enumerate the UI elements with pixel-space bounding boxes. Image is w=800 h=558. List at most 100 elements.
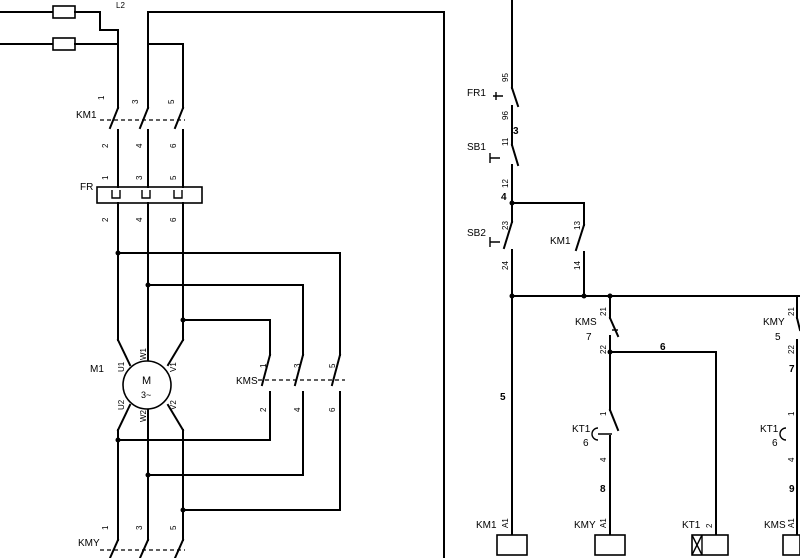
svg-text:1: 1 [101, 525, 110, 530]
svg-text:KMY: KMY [574, 520, 596, 531]
svg-text:95: 95 [501, 73, 510, 82]
svg-text:3~: 3~ [141, 390, 151, 400]
svg-text:6: 6 [169, 143, 178, 148]
svg-text:4: 4 [599, 457, 608, 462]
svg-text:A1: A1 [501, 518, 510, 528]
svg-text:SB1: SB1 [467, 142, 486, 153]
svg-text:KMS: KMS [764, 520, 786, 531]
svg-text:1: 1 [787, 411, 796, 416]
svg-text:14: 14 [573, 261, 582, 270]
svg-text:5: 5 [169, 525, 178, 530]
kms-aux-contact: KMS 7 21 22 [575, 295, 620, 411]
svg-text:SB2: SB2 [467, 228, 486, 239]
svg-text:4: 4 [787, 457, 796, 462]
svg-text:13: 13 [573, 221, 582, 230]
svg-text:24: 24 [501, 261, 510, 270]
km1-main-contacts: KM1 1 3 5 2 4 6 [76, 94, 185, 176]
motor-m1: M1 M 3~ U1 W1 V1 U2 W2 V2 [90, 338, 185, 432]
svg-text:96: 96 [501, 111, 510, 120]
svg-text:W2: W2 [139, 409, 148, 422]
control-circuit: FR1 95 96 3 SB1 11 12 4 SB2 23 [467, 0, 800, 556]
svg-text:5: 5 [328, 363, 337, 368]
motor-label: M1 [90, 364, 104, 375]
kms-label: KMS [236, 376, 258, 387]
svg-text:U2: U2 [117, 399, 126, 410]
svg-text:1: 1 [599, 411, 608, 416]
svg-text:6: 6 [772, 438, 778, 449]
svg-text:V2: V2 [169, 400, 178, 410]
svg-text:A1: A1 [599, 518, 608, 528]
power-circuit: L2 KM1 1 3 5 2 4 6 [0, 1, 445, 558]
kmy-main-contacts: KMY 1 3 5 [78, 525, 185, 558]
sb2-start-button[interactable]: SB2 23 24 [467, 221, 514, 297]
svg-text:5: 5 [500, 392, 506, 403]
svg-text:3: 3 [293, 363, 302, 368]
kms-main-contacts: KMS 1 3 5 2 4 6 [236, 353, 345, 412]
svg-text:M: M [142, 375, 151, 387]
svg-text:KMY: KMY [763, 317, 785, 328]
svg-text:21: 21 [599, 307, 608, 316]
svg-text:4: 4 [135, 143, 144, 148]
svg-text:1: 1 [259, 363, 268, 368]
svg-text:KT1: KT1 [682, 520, 701, 531]
svg-text:2: 2 [101, 217, 110, 222]
svg-text:KM1: KM1 [476, 520, 497, 531]
svg-text:5: 5 [775, 332, 781, 343]
svg-text:11: 11 [501, 137, 510, 146]
svg-text:5: 5 [169, 175, 178, 180]
svg-text:4: 4 [501, 192, 507, 203]
svg-text:3: 3 [131, 99, 140, 104]
svg-text:3: 3 [513, 126, 519, 137]
coil-kt1: KT1 2 [682, 520, 729, 556]
svg-text:A1: A1 [787, 518, 796, 528]
svg-text:4: 4 [135, 217, 144, 222]
svg-text:6: 6 [328, 407, 337, 412]
svg-text:7: 7 [789, 364, 795, 375]
svg-text:4: 4 [293, 407, 302, 412]
svg-text:U1: U1 [117, 361, 126, 372]
svg-text:23: 23 [501, 221, 510, 230]
kt1-contact-a: KT1 6 1 4 8 [572, 408, 620, 536]
kt1-contact-b: KT1 6 1 4 [760, 411, 796, 462]
svg-text:W1: W1 [139, 347, 148, 360]
svg-text:KMS: KMS [575, 317, 597, 328]
svg-text:KT1: KT1 [760, 424, 779, 435]
coil-km1: KM1 A1 [476, 518, 528, 556]
svg-text:2: 2 [101, 143, 110, 148]
svg-text:KT1: KT1 [572, 424, 591, 435]
svg-text:FR1: FR1 [467, 88, 486, 99]
svg-text:6: 6 [660, 342, 666, 353]
svg-text:1: 1 [97, 95, 106, 100]
svg-text:3: 3 [135, 175, 144, 180]
terminal-label: L2 [116, 1, 125, 10]
svg-text:12: 12 [501, 179, 510, 188]
coil-kms: KMS A1 [764, 518, 800, 556]
kmy-label: KMY [78, 538, 100, 549]
svg-text:V1: V1 [169, 362, 178, 372]
svg-text:21: 21 [787, 307, 796, 316]
sb1-stop-button[interactable]: SB1 11 12 4 [467, 137, 520, 223]
km1-aux-contact: KM1 13 14 [550, 221, 586, 297]
svg-text:2: 2 [705, 523, 714, 528]
fuse-top [52, 5, 76, 19]
svg-text:22: 22 [599, 345, 608, 354]
svg-text:2: 2 [259, 407, 268, 412]
svg-text:9: 9 [789, 484, 795, 495]
fuse-bottom [52, 37, 76, 51]
svg-text:22: 22 [787, 345, 796, 354]
fr-thermal-relay: FR 1 3 5 2 4 6 [80, 174, 203, 341]
kmy-aux-contact: KMY 5 21 22 7 9 [763, 295, 800, 536]
svg-text:5: 5 [167, 99, 176, 104]
svg-text:6: 6 [169, 217, 178, 222]
svg-text:8: 8 [600, 484, 606, 495]
svg-text:3: 3 [135, 525, 144, 530]
coil-kmy: KMY A1 [574, 518, 626, 556]
fr1-contact: FR1 95 96 3 [467, 73, 520, 146]
fr-label: FR [80, 182, 93, 193]
svg-text:6: 6 [583, 438, 589, 449]
svg-text:1: 1 [101, 175, 110, 180]
km1-label: KM1 [76, 110, 97, 121]
svg-text:7: 7 [586, 332, 592, 343]
svg-text:KM1: KM1 [550, 236, 571, 247]
